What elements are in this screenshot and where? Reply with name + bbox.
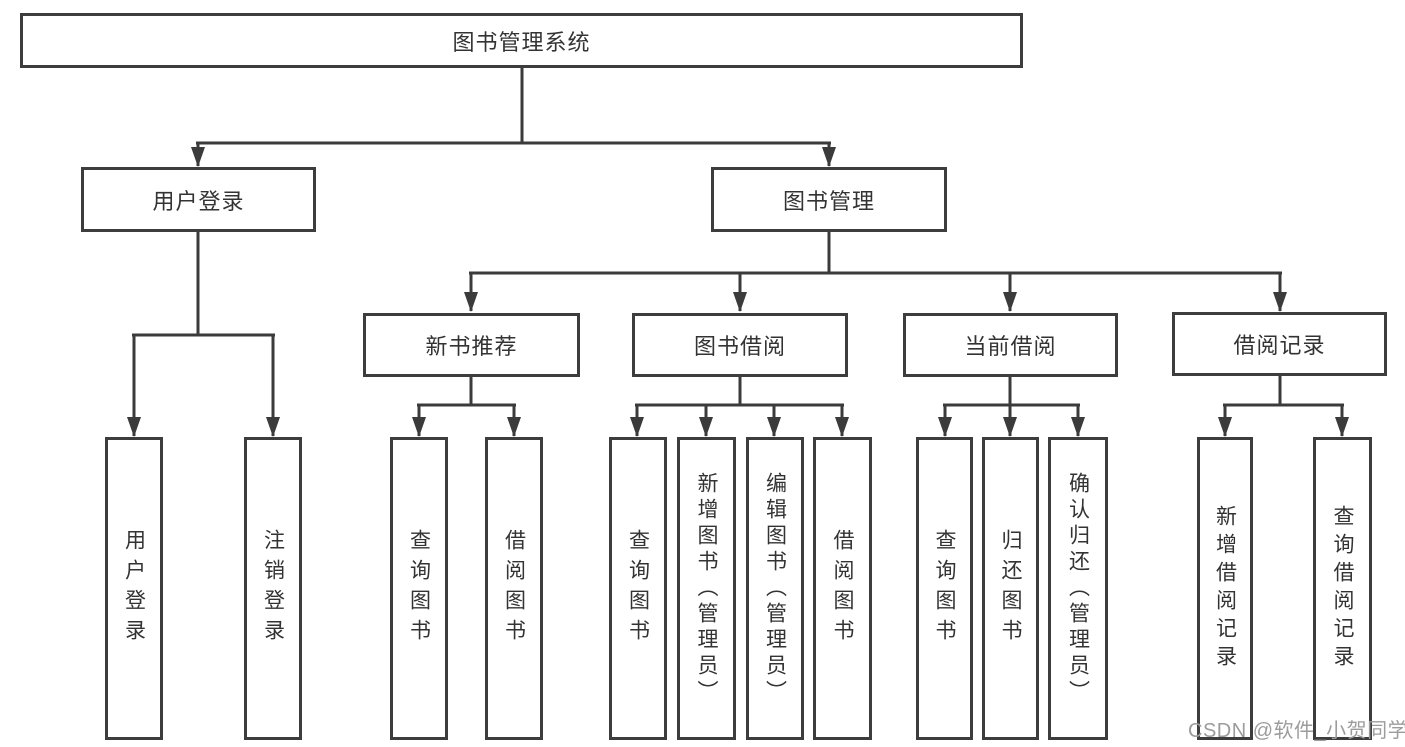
leaf-query-books-recommend: 查询图书 — [390, 437, 448, 740]
leaf-borrow-books-recommend: 借阅图书 — [485, 437, 543, 740]
leaf-add-books-admin: 新增图书（管理员） — [677, 437, 736, 740]
leaf-confirm-return-admin: 确认归还（管理员） — [1048, 437, 1108, 740]
leaf-query-borrow-record: 查询借阅记录 — [1313, 437, 1372, 740]
node-borrowing-records: 借阅记录 — [1172, 312, 1387, 376]
node-user-login: 用户登录 — [81, 167, 316, 232]
node-book-borrowing: 图书借阅 — [632, 313, 848, 377]
node-current-borrowing: 当前借阅 — [903, 313, 1118, 377]
leaf-user-login: 用户登录 — [105, 437, 163, 740]
leaf-borrow-books-borrowing: 借阅图书 — [813, 437, 872, 740]
node-new-book-recommendation: 新书推荐 — [363, 313, 580, 377]
node-book-management: 图书管理 — [711, 167, 947, 232]
leaf-query-books-borrowing: 查询图书 — [609, 437, 667, 740]
leaf-query-books-current: 查询图书 — [916, 437, 973, 740]
leaf-return-books: 归还图书 — [982, 437, 1039, 740]
leaf-logout: 注销登录 — [244, 437, 302, 740]
leaf-edit-books-admin: 编辑图书（管理员） — [746, 437, 804, 740]
leaf-add-borrow-record: 新增借阅记录 — [1197, 437, 1253, 740]
node-root: 图书管理系统 — [20, 13, 1023, 68]
csdn-watermark: CSDN @软件_小贺同学 — [1188, 720, 1405, 742]
